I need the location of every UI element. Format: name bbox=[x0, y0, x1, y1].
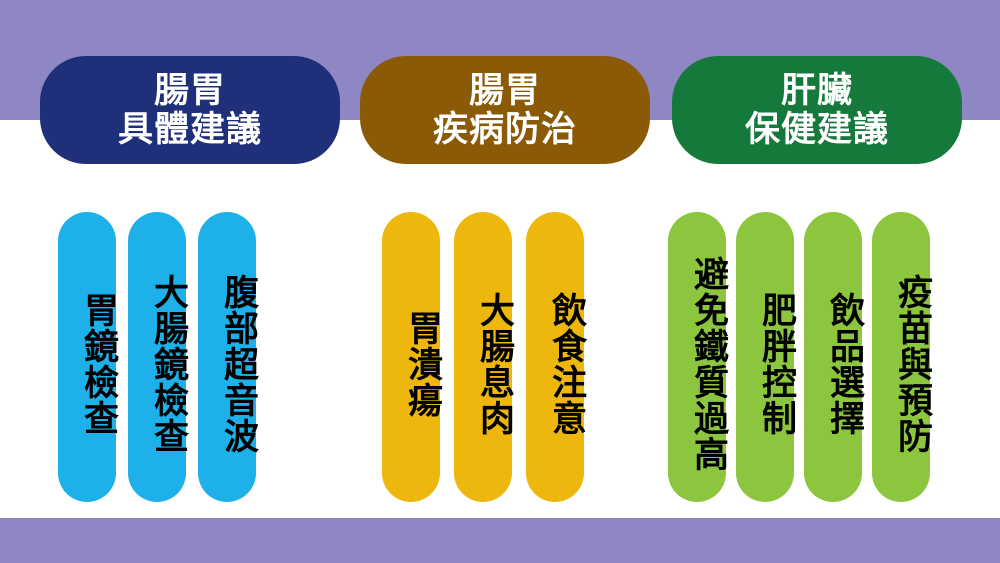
header-line-2: 具體建議 bbox=[117, 110, 262, 149]
header-line-2: 疾病防治 bbox=[432, 110, 577, 149]
item-pill[interactable]: 大腸息肉 bbox=[454, 212, 514, 502]
column-header-gastro-advice[interactable]: 腸胃 具體建議 bbox=[40, 56, 340, 164]
header-line-1: 腸胃 bbox=[468, 70, 541, 110]
item-pill[interactable]: 飲品選擇 bbox=[804, 212, 864, 502]
items-row-gastro-advice: 胃鏡檢查 大腸鏡檢查 腹部超音波 bbox=[58, 212, 258, 502]
header-line-1: 腸胃 bbox=[153, 70, 226, 110]
item-pill[interactable]: 胃鏡檢查 bbox=[58, 212, 118, 502]
item-pill[interactable]: 胃潰瘍 bbox=[382, 212, 442, 502]
column-header-liver[interactable]: 肝臟 保健建議 bbox=[672, 56, 962, 164]
items-row-gastro-disease: 胃潰瘍 大腸息肉 飲食注意 bbox=[382, 212, 586, 502]
item-pill[interactable]: 飲食注意 bbox=[526, 212, 586, 502]
item-pill[interactable]: 避免鐵質過高 bbox=[668, 212, 728, 502]
header-line-2: 保健建議 bbox=[744, 110, 889, 149]
item-pill[interactable]: 腹部超音波 bbox=[198, 212, 258, 502]
header-line-1: 肝臟 bbox=[780, 70, 853, 110]
items-row-liver: 避免鐵質過高 肥胖控制 飲品選擇 疫苗與預防 bbox=[668, 212, 932, 502]
item-pill[interactable]: 疫苗與預防 bbox=[872, 212, 932, 502]
item-pill[interactable]: 肥胖控制 bbox=[736, 212, 796, 502]
item-pill[interactable]: 大腸鏡檢查 bbox=[128, 212, 188, 502]
column-header-gastro-disease[interactable]: 腸胃 疾病防治 bbox=[360, 56, 650, 164]
